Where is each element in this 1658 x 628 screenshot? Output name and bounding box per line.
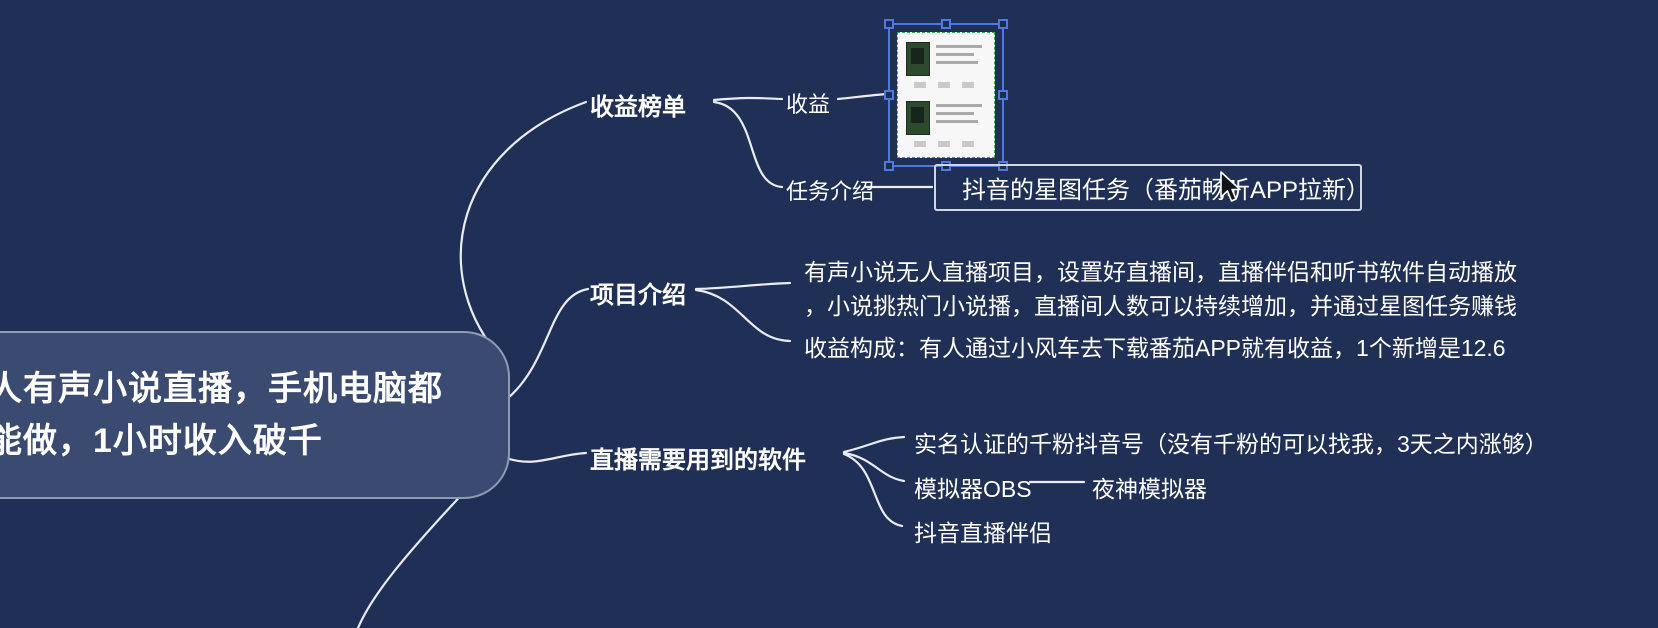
root-topic-line1: 人有声小说直播，手机电脑都: [0, 370, 443, 408]
topic-income[interactable]: 收益: [786, 92, 831, 117]
software-live-companion[interactable]: 抖音直播伴侣: [914, 520, 1052, 546]
resize-handle-s[interactable]: [941, 161, 951, 171]
screenshot-card: [904, 99, 988, 151]
thumbnail-image: [906, 42, 930, 76]
resize-handle-nw[interactable]: [884, 19, 894, 29]
task-detail-node[interactable]: 抖音的星图任务（番茄畅听APP拉新）: [934, 164, 1370, 211]
resize-handle-n[interactable]: [941, 19, 951, 29]
topic-revenue-ranking[interactable]: 收益榜单: [590, 94, 686, 121]
topic-task-intro[interactable]: 任务介绍: [786, 179, 875, 204]
resize-handle-sw[interactable]: [884, 161, 894, 171]
software-emulator-obs[interactable]: 模拟器OBS: [914, 476, 1032, 502]
topic-project-intro[interactable]: 项目介绍: [590, 282, 686, 309]
income-screenshot-node[interactable]: [884, 19, 1010, 173]
resize-handle-se[interactable]: [998, 161, 1008, 171]
root-topic-node[interactable]: 人有声小说直播，手机电脑都 能做，1小时收入破千: [0, 331, 510, 499]
software-night-god-emulator[interactable]: 夜神模拟器: [1092, 476, 1207, 502]
software-account[interactable]: 实名认证的千粉抖音号（没有千粉的可以找我，3天之内涨够）: [914, 431, 1548, 457]
resize-handle-w[interactable]: [884, 90, 894, 100]
resize-handle-e[interactable]: [998, 90, 1008, 100]
resize-handle-ne[interactable]: [998, 19, 1008, 29]
screenshot-card: [904, 40, 988, 92]
mouse-cursor: [1220, 171, 1241, 202]
project-income-note[interactable]: 收益构成：有人通过小风车去下载番茄APP就有收益，1个新增是12.6: [804, 335, 1506, 361]
root-topic-line2: 能做，1小时收入破千: [0, 422, 323, 460]
task-detail-text: 抖音的星图任务（番茄畅听APP拉新）: [962, 177, 1371, 204]
topic-software-needed[interactable]: 直播需要用到的软件: [590, 447, 806, 474]
income-screenshot-image: [897, 32, 995, 158]
thumbnail-image: [906, 101, 930, 135]
root-topic-text: 人有声小说直播，手机电脑都 能做，1小时收入破千: [0, 363, 443, 467]
project-desc-line1[interactable]: 有声小说无人直播项目，设置好直播间，直播伴侣和听书软件自动播放: [804, 259, 1517, 285]
project-desc-line2[interactable]: ，小说挑热门小说播，直播间人数可以持续增加，并通过星图任务赚钱: [804, 293, 1517, 319]
